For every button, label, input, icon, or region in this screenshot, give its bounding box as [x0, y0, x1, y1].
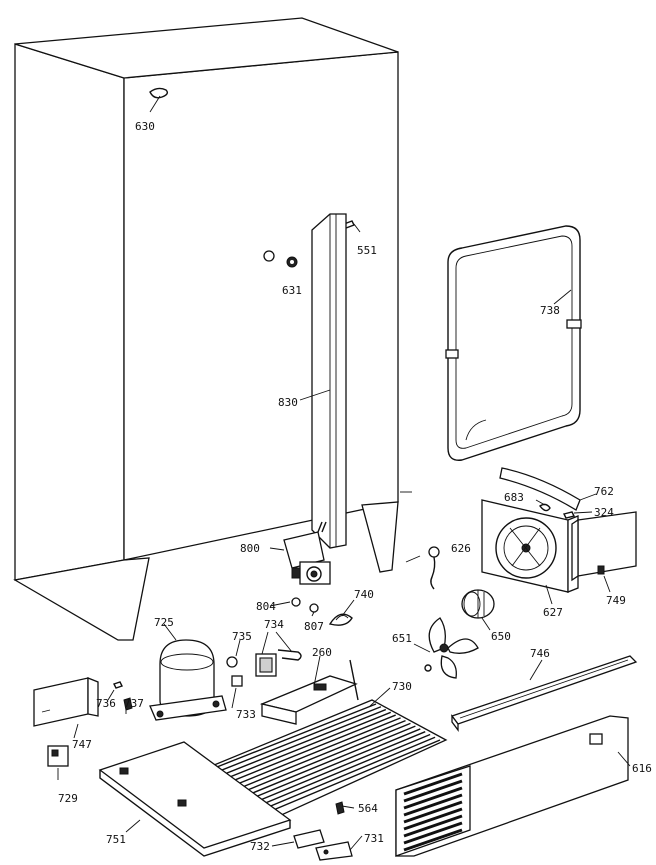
label-733: 733 [236, 708, 256, 721]
label-830: 830 [278, 396, 298, 409]
label-749: 749 [606, 594, 626, 607]
part-751-base-pan [98, 741, 292, 857]
part-616-rear-panel [395, 715, 629, 857]
part-737-screw [123, 697, 133, 711]
label-324: 324 [594, 506, 614, 519]
part-746-rail [450, 655, 638, 732]
label-736: 736 [96, 697, 116, 710]
part-747-bracket [33, 677, 99, 727]
part-725-compressor [149, 639, 227, 721]
label-807: 807 [304, 620, 324, 633]
part-729-plug [47, 745, 69, 767]
part-627-fan-shroud [481, 499, 579, 605]
part-324-screw [562, 511, 593, 519]
part-683-clip [535, 499, 551, 512]
leader-lines [57, 491, 631, 851]
label-730: 730 [392, 680, 412, 693]
part-734-relay [255, 649, 302, 677]
label-800: 800 [240, 542, 260, 555]
part-735-grommet [226, 656, 238, 668]
label-683: 683 [504, 491, 524, 504]
part-804-grommet [291, 597, 301, 607]
part-731-clip [315, 841, 353, 861]
part-733-clip [231, 675, 243, 687]
label-616: 616 [632, 762, 652, 775]
label-735: 735 [232, 630, 252, 643]
part-630-hinge-cap [149, 87, 169, 113]
part-807-grommet [309, 603, 319, 613]
part-749-cover [571, 511, 637, 593]
label-734: 734 [264, 618, 284, 631]
label-630: 630 [135, 120, 155, 133]
label-747: 747 [72, 738, 92, 751]
label-751: 751 [106, 833, 126, 846]
label-627: 627 [543, 606, 563, 619]
label-729: 729 [58, 792, 78, 805]
label-725: 725 [154, 616, 174, 629]
label-762: 762 [594, 485, 614, 498]
label-737: 737 [124, 697, 144, 710]
label-732: 732 [250, 840, 270, 853]
label-731: 731 [364, 832, 384, 845]
label-260: 260 [312, 646, 332, 659]
part-651-fan-blade [424, 617, 479, 679]
label-650: 650 [491, 630, 511, 643]
part-564-screw [335, 801, 345, 815]
part-762-duct [499, 467, 597, 511]
part-738-gasket [445, 225, 582, 461]
label-564: 564 [358, 802, 378, 815]
part-626-sensor [428, 546, 440, 590]
part-650-fan-motor [461, 589, 495, 619]
label-738: 738 [540, 304, 560, 317]
part-830-channel [299, 213, 347, 549]
part-736-clip [113, 681, 123, 689]
part-800-water-valve [283, 521, 331, 585]
label-804: 804 [256, 600, 276, 613]
part-260-bracket [259, 675, 358, 725]
part-732-bracket [293, 829, 325, 849]
label-631: 631 [282, 284, 302, 297]
part-740-clamp [328, 613, 353, 626]
label-551: 551 [357, 244, 377, 257]
part-631-plug [263, 250, 298, 268]
label-626: 626 [451, 542, 471, 555]
label-740: 740 [354, 588, 374, 601]
label-651: 651 [392, 632, 412, 645]
label-746: 746 [530, 647, 550, 660]
part-labels: 630 551 631 738 830 762 683 324 800 626 … [58, 120, 652, 853]
